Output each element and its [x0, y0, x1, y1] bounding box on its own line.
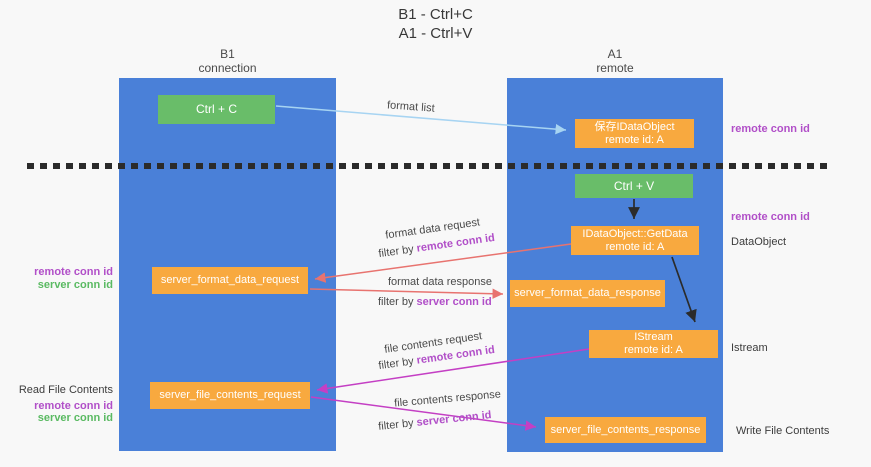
lane-a1-name: A1: [607, 47, 623, 61]
lane-b1-name: B1: [220, 47, 235, 61]
label-filter-server-2: filter by server conn id: [378, 409, 492, 433]
getdata-line1: IDataObject::GetData: [582, 227, 688, 240]
node-save-idataobject: 保存IDataObject remote id: A: [575, 119, 694, 148]
left-server-conn-id-1: server conn id: [37, 279, 113, 291]
ctrl-v-label: Ctrl + V: [613, 178, 655, 193]
right-remote-conn-id-1: remote conn id: [731, 123, 810, 135]
lane-header-a1: A1 remote: [507, 47, 723, 75]
label-file-contents-response: file contents response: [393, 388, 502, 410]
node-server-file-contents-request: server_file_contents_request: [150, 382, 310, 409]
filter-by-text: filter by: [377, 354, 418, 373]
node-idataobject-getdata: IDataObject::GetData remote id: A: [571, 226, 699, 255]
right-istream-label: Istream: [731, 342, 768, 354]
left-remote-conn-id-1: remote conn id: [34, 266, 113, 278]
filter-by-text: filter by: [377, 416, 418, 433]
right-write-file-contents-label: Write File Contents: [736, 425, 830, 437]
node-ctrl-c: Ctrl + C: [158, 95, 275, 124]
server-file-contents-response-label: server_file_contents_response: [550, 423, 701, 436]
node-server-format-data-request: server_format_data_request: [152, 267, 308, 294]
save-idataobject-line2: remote id: A: [605, 133, 664, 146]
server-conn-id-text: server conn id: [415, 409, 493, 429]
filter-by-text: filter by: [378, 296, 417, 308]
label-format-data-response: format data response: [388, 276, 492, 288]
node-ctrl-v: Ctrl + V: [575, 174, 693, 198]
istream-line1: IStream: [634, 331, 673, 343]
istream-line2: remote id: A: [624, 344, 683, 356]
left-read-file-contents-label: Read File Contents: [18, 384, 113, 396]
lane-a1-role: remote: [596, 61, 634, 75]
label-format-list: format list: [386, 99, 436, 115]
save-idataobject-line1: 保存IDataObject: [594, 120, 675, 133]
left-remote-conn-id-2: remote conn id: [34, 400, 113, 412]
server-file-contents-request-label: server_file_contents_request: [159, 389, 301, 401]
server-conn-id-text: server conn id: [416, 296, 492, 308]
label-filter-server-1: filter by server conn id: [378, 296, 492, 308]
lane-header-b1: B1 connection: [119, 47, 336, 75]
server-format-data-response-label: server_format_data_response: [514, 287, 661, 299]
server-format-data-request-label: server_format_data_request: [160, 274, 300, 286]
arrow-format-data-response: [309, 288, 504, 299]
left-server-conn-id-2: server conn id: [37, 412, 113, 424]
node-server-format-data-response: server_format_data_response: [510, 280, 665, 307]
title-line-2: A1 - Ctrl+V: [398, 25, 473, 42]
dashed-divider: [27, 163, 828, 169]
title-line-1: B1 - Ctrl+C: [398, 6, 473, 23]
lane-b1-role: connection: [198, 61, 257, 75]
right-remote-conn-id-2: remote conn id: [731, 211, 810, 223]
ctrl-c-label: Ctrl + C: [195, 102, 237, 116]
getdata-line2: remote id: A: [605, 240, 665, 253]
node-server-file-contents-response: server_file_contents_response: [545, 417, 706, 443]
node-istream: IStream remote id: A: [589, 330, 718, 358]
right-dataobject-label: DataObject: [731, 236, 787, 248]
filter-by-text: filter by: [377, 242, 418, 261]
diagram-title: B1 - Ctrl+C A1 - Ctrl+V: [0, 5, 871, 43]
